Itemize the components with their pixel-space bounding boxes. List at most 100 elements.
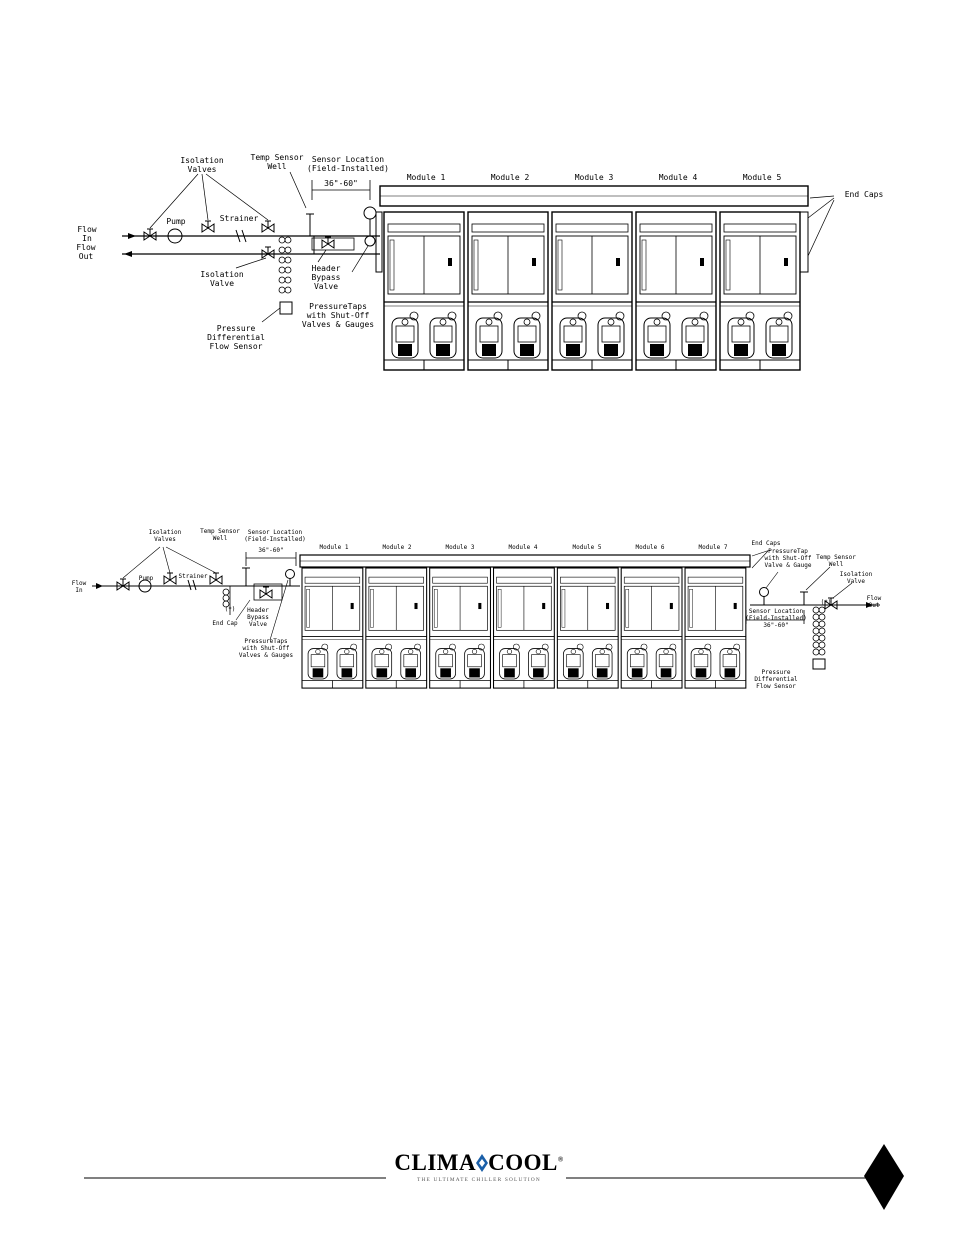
bottom-label-end-cap: End Cap	[212, 620, 238, 627]
bottom-label-pressure-diff-1: Pressure	[762, 669, 791, 676]
bottom-label-pressure-diff-2: Differential	[754, 676, 798, 683]
bottom-label-sensor-location-right-1: Sensor Location	[749, 608, 804, 615]
bottom-label-pressure-tap-right-1: PressureTap	[768, 548, 808, 555]
bottom-label-strainer: Strainer	[179, 573, 208, 580]
top-flow-sensor-coils	[278, 236, 292, 294]
bottom-diagram: Isolation Valves Temp Sensor Well Sensor…	[72, 528, 882, 690]
logo-diamond-icon	[476, 1154, 489, 1172]
top-module-label-2: Module 2	[491, 173, 530, 182]
top-label-flow-out-2: Out	[79, 252, 94, 261]
bottom-label-pressure-taps-1: PressureTaps	[244, 638, 288, 645]
top-label-isolation-valves-2: Valves	[188, 165, 217, 174]
top-label-pressure-taps-3: Valves & Gauges	[302, 320, 374, 329]
logo-tagline: THE ULTIMATE CHILLER SOLUTION	[417, 1177, 541, 1183]
bottom-label-pressure-tap-right-2: with Shut-Off	[765, 555, 812, 562]
bottom-module-label-2: Module 2	[383, 544, 412, 551]
bottom-module-1	[302, 568, 363, 688]
bottom-label-flow-out-2: Out	[869, 602, 880, 609]
top-label-pressure-taps-2: with Shut-Off	[307, 311, 370, 320]
top-module-label-3: Module 3	[575, 173, 614, 182]
bottom-right-coils	[812, 606, 826, 656]
top-label-isolation-valve-2: Valve	[210, 279, 234, 288]
bottom-label-sensor-location-2: (Field-Installed)	[244, 536, 305, 543]
logo-text-clima: CLIMA	[394, 1150, 477, 1175]
bottom-label-pressure-diff-3: Flow Sensor	[756, 683, 796, 690]
bottom-label-temp-sensor-1: Temp Sensor	[200, 528, 240, 535]
bottom-label-header-bypass-2: Bypass	[247, 614, 269, 621]
top-module-label-5: Module 5	[743, 173, 782, 182]
top-diagram: Isolation Valves Temp Sensor Well Sensor…	[76, 153, 883, 370]
bottom-isolation-valve-1	[116, 578, 130, 591]
top-strainer-icon	[235, 229, 241, 243]
bottom-module-label-5: Module 5	[573, 544, 602, 551]
top-pressure-gauge-1	[363, 206, 377, 220]
bottom-flow-sensor-box	[812, 658, 826, 670]
top-module-2	[468, 212, 548, 370]
bottom-bypass-valve	[259, 586, 273, 599]
bottom-label-temp-sensor-right-2: Well	[829, 561, 844, 568]
top-module-3	[552, 212, 632, 370]
top-label-strainer: Strainer	[220, 214, 259, 223]
bottom-label-flow-out-1: Flow	[867, 595, 882, 602]
bottom-left-coils	[222, 588, 230, 608]
bottom-module-label-4: Module 4	[509, 544, 538, 551]
top-module-4	[636, 212, 716, 370]
page-corner-diamond-icon	[864, 1144, 904, 1210]
top-label-isolation-valve-1: Isolation	[200, 270, 244, 279]
bottom-label-pressure-taps-2: with Shut-Off	[243, 645, 290, 652]
bottom-label-dimension-right: 36"-60"	[763, 622, 788, 629]
bottom-label-isolation-valve-right-1: Isolation	[840, 571, 873, 578]
bottom-module-6	[621, 568, 682, 688]
top-label-header-bypass-2: Bypass	[312, 273, 341, 282]
top-isolation-valve-2	[201, 220, 215, 233]
top-pressure-gauge-2	[364, 235, 376, 247]
top-label-header-bypass-3: Valve	[314, 282, 338, 291]
top-label-pressure-diff-2: Differential	[207, 333, 265, 342]
top-label-header-bypass-1: Header	[312, 264, 341, 273]
top-label-pressure-diff-1: Pressure	[217, 324, 256, 333]
bottom-label-star-note: (*)	[225, 606, 236, 613]
bottom-label-sensor-location-1: Sensor Location	[248, 529, 303, 536]
bottom-label-sensor-location-right-2: (Field-Installed)	[745, 615, 806, 622]
bottom-module-2	[366, 568, 427, 688]
top-module-5	[720, 212, 800, 370]
bottom-label-header-bypass-1: Header	[247, 607, 269, 614]
bottom-isolation-valve-2	[163, 572, 177, 585]
bottom-module-4	[494, 568, 555, 688]
top-isolation-valve-3	[261, 220, 275, 233]
bottom-label-isolation-valve-right-2: Valve	[847, 578, 865, 585]
top-label-end-caps: End Caps	[845, 190, 884, 199]
bottom-isolation-valve-3	[209, 572, 223, 585]
bottom-strainer-icon	[187, 579, 192, 591]
bottom-label-header-bypass-3: Valve	[249, 621, 267, 628]
bottom-label-star-note-right: (*)	[821, 599, 832, 606]
top-label-temp-sensor-2: Well	[267, 162, 286, 171]
top-label-temp-sensor-1: Temp Sensor	[251, 153, 304, 162]
top-bypass-valve	[321, 236, 335, 249]
top-isolation-valve-1	[143, 228, 157, 241]
bottom-label-pressure-tap-right-3: Valve & Gauge	[765, 562, 812, 569]
bottom-module-label-3: Module 3	[446, 544, 475, 551]
top-label-flow-out-1: Flow	[76, 243, 95, 252]
bottom-label-temp-sensor-right-1: Temp Sensor	[816, 554, 856, 561]
top-module-label-4: Module 4	[659, 173, 698, 182]
top-label-isolation-valves-1: Isolation	[180, 156, 224, 165]
top-label-sensor-location-1: Sensor Location	[312, 155, 384, 164]
bottom-pump-icon	[138, 579, 152, 593]
top-label-pump: Pump	[166, 217, 185, 226]
bottom-module-label-7: Module 7	[699, 544, 728, 551]
top-isolation-valve-4	[261, 246, 275, 259]
bottom-label-isolation-valves-2: Valves	[154, 536, 176, 543]
bottom-module-5	[557, 568, 618, 688]
bottom-module-label-6: Module 6	[636, 544, 665, 551]
bottom-right-pressure-gauge	[759, 587, 769, 597]
top-label-flow-in-2: In	[82, 234, 92, 243]
bottom-pressure-gauge	[285, 569, 295, 579]
top-label-pressure-taps-1: PressureTaps	[309, 302, 367, 311]
top-label-pressure-diff-3: Flow Sensor	[210, 342, 263, 351]
logo-text-cool: COOL	[488, 1150, 558, 1175]
bottom-module-3	[430, 568, 491, 688]
bottom-label-end-caps: End Caps	[752, 540, 781, 547]
